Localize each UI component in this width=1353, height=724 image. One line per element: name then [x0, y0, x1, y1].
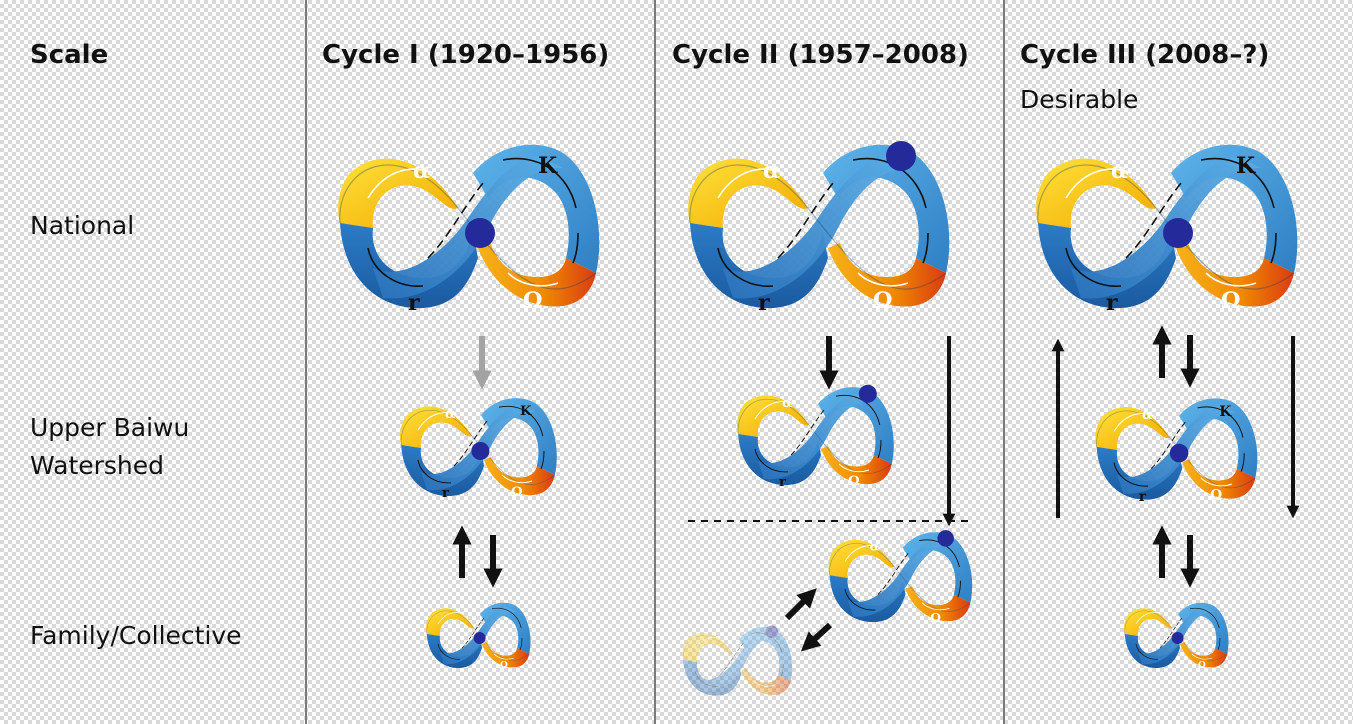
row-label-national: National: [30, 211, 135, 240]
r-label: r: [779, 475, 787, 490]
r-label: r: [408, 290, 420, 316]
omega-label: Ω: [930, 611, 941, 625]
column-divider-1: [305, 0, 307, 724]
cycle2-watershed-loop: α r Ω: [736, 384, 895, 490]
cycle2-family-loop: α Ω: [828, 530, 973, 625]
cycle-3-subheader: Desirable: [1020, 85, 1139, 114]
alpha-label: α: [413, 158, 430, 184]
cycle3-national-loop: α K r Ω: [1035, 144, 1299, 316]
cycle-3-header: Cycle III (2008–?): [1020, 40, 1270, 70]
cycle3-family-loop: Ω: [1123, 602, 1229, 671]
cycle-1-header: Cycle I (1920–1956): [322, 40, 610, 70]
cycle2-faded-loop: [682, 625, 793, 696]
cycle1-watershed-loop: α K r Ω: [399, 397, 558, 501]
arrow-diag-up: [784, 588, 817, 621]
cycle-2-header: Cycle II (1957–2008): [672, 40, 969, 70]
cycle1-national-loop: α K r Ω: [337, 144, 601, 316]
cycle2-national-loop: α r Ω: [687, 141, 951, 316]
scale-header: Scale: [30, 40, 109, 70]
column-divider-3: [1003, 0, 1005, 724]
cycle1-family-loop: Ω: [425, 602, 531, 671]
row-label-family: Family/Collective: [30, 621, 242, 650]
r-label: r: [758, 290, 770, 316]
arrow-diag-down: [800, 622, 833, 652]
column-divider-2: [654, 0, 656, 724]
alpha-label: α: [870, 540, 880, 554]
omega-label: Ω: [873, 288, 893, 314]
row-label-watershed-line2: Watershed: [30, 451, 165, 480]
r-label: r: [442, 486, 450, 501]
alpha-label: α: [782, 396, 792, 411]
omega-label: Ω: [500, 661, 508, 671]
alpha-label: α: [1142, 407, 1153, 423]
omega-label: Ω: [1210, 488, 1222, 504]
kappa-label: K: [1236, 153, 1256, 179]
r-label: r: [1106, 290, 1118, 316]
cycle3-watershed-loop: α K r Ω: [1094, 397, 1258, 505]
alpha-label: α: [445, 407, 455, 422]
r-label: r: [1139, 489, 1147, 505]
alpha-label: α: [763, 158, 780, 184]
kappa-label: K: [1219, 404, 1232, 420]
omega-label: Ω: [523, 288, 543, 314]
alpha-label: α: [1111, 158, 1128, 184]
omega-label: Ω: [1198, 661, 1206, 671]
kappa-label: K: [520, 404, 532, 419]
kappa-label: K: [538, 153, 558, 179]
omega-label: Ω: [511, 485, 523, 500]
omega-label: Ω: [848, 474, 860, 489]
row-label-watershed-line1: Upper Baiwu: [30, 413, 190, 442]
omega-label: Ω: [1221, 288, 1241, 314]
